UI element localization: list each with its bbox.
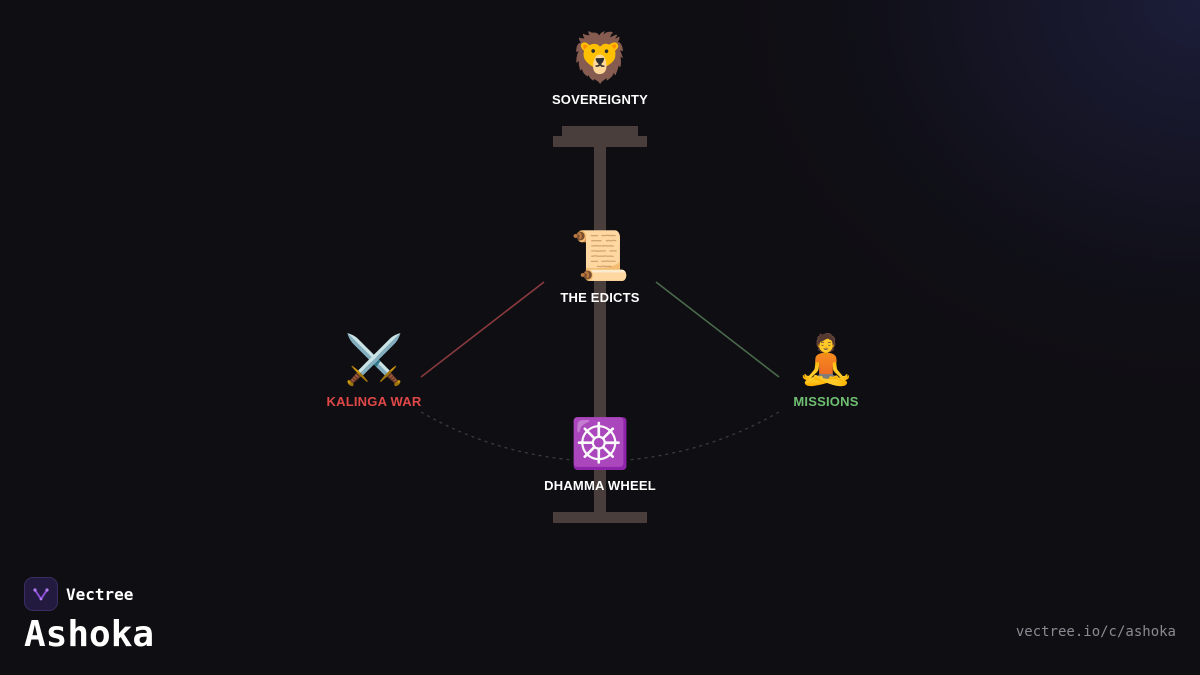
- brand-block: Vectree Ashoka: [24, 577, 154, 657]
- node-label-sovereignty: SOVEREIGNTY: [551, 92, 649, 107]
- kalinga-wheel-arc: [420, 411, 573, 461]
- pillar-capital-top: [562, 126, 638, 136]
- page-title: Ashoka: [24, 614, 155, 655]
- missions-wheel-arc: [627, 411, 780, 461]
- pillar-base: [553, 512, 647, 523]
- scroll-icon: 📜: [570, 228, 630, 284]
- node-kalinga-war[interactable]: ⚔️ KALINGA WAR: [274, 330, 474, 409]
- lion-icon: 🦁: [570, 30, 630, 86]
- node-edicts[interactable]: 📜 THE EDICTS: [500, 226, 700, 305]
- node-missions[interactable]: 🧘 MISSIONS: [726, 330, 926, 409]
- node-label-dhamma-wheel: DHAMMA WHEEL: [544, 478, 656, 493]
- page-url[interactable]: vectree.io/c/ashoka: [1015, 624, 1176, 640]
- pillar-capital-base: [553, 136, 647, 147]
- meditation-icon: 🧘: [796, 332, 856, 388]
- node-sovereignty[interactable]: 🦁 SOVEREIGNTY: [500, 28, 700, 107]
- missions-edicts-link: [655, 281, 780, 378]
- brand-row: Vectree: [24, 577, 154, 611]
- vectree-logo-icon[interactable]: [24, 577, 58, 611]
- dharma-wheel-icon: ☸️: [570, 416, 630, 472]
- crossed-swords-icon: ⚔️: [344, 332, 404, 388]
- kalinga-edicts-link: [420, 281, 545, 378]
- node-label-edicts: THE EDICTS: [560, 290, 640, 305]
- node-label-missions: MISSIONS: [793, 394, 859, 409]
- node-label-kalinga-war: KALINGA WAR: [326, 394, 422, 409]
- pillar-shaft: [594, 147, 606, 513]
- node-dhamma-wheel[interactable]: ☸️ DHAMMA WHEEL: [500, 414, 700, 493]
- brand-name: Vectree: [66, 584, 134, 604]
